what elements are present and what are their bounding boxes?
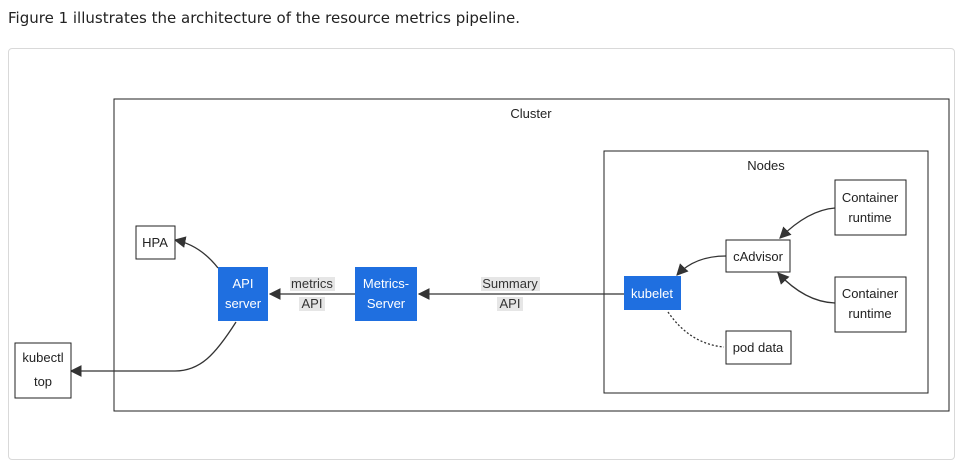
cluster-label: Cluster xyxy=(510,106,552,121)
edge-runtime2-to-cadvisor xyxy=(777,272,836,304)
nodes-box xyxy=(603,150,929,394)
api-server-label-2: server xyxy=(225,296,262,311)
container-runtime-2-label-1: Container xyxy=(842,286,899,301)
metrics-server-label-2: Server xyxy=(367,296,406,311)
figure-caption: Figure 1 illustrates the architecture of… xyxy=(8,9,520,27)
edge-label-summary-bg-1 xyxy=(481,277,540,291)
hpa-box xyxy=(135,225,176,260)
edge-label-summary: Summary xyxy=(482,276,538,291)
edge-label-summary-bg-2 xyxy=(497,297,523,311)
kubelet-label: kubelet xyxy=(631,286,673,301)
cluster-box xyxy=(113,98,950,412)
container-runtime-1-label-1: Container xyxy=(842,190,899,205)
kubelet-box xyxy=(624,276,681,310)
edge-label-metrics-api-bg-2 xyxy=(299,297,325,311)
edge-label-api: API xyxy=(302,296,323,311)
figure-frame xyxy=(8,48,955,460)
kubectl-top-label-2: top xyxy=(34,374,52,389)
metrics-server-box xyxy=(355,267,417,321)
metrics-server-label-1: Metrics- xyxy=(363,276,409,291)
edge-runtime1-to-cadvisor xyxy=(779,207,836,239)
pod-data-label: pod data xyxy=(733,340,784,355)
kubectl-top-box xyxy=(14,342,72,399)
container-runtime-1-box xyxy=(834,179,907,236)
kubectl-top-label-1: kubectl xyxy=(22,350,63,365)
api-server-box xyxy=(218,267,268,321)
cadvisor-box xyxy=(725,239,791,273)
hpa-label: HPA xyxy=(142,235,168,250)
edge-api-to-kubectl xyxy=(69,321,237,377)
edge-label-metrics: metrics xyxy=(291,276,333,291)
container-runtime-2-label-2: runtime xyxy=(848,306,891,321)
edge-label-metrics-api-bg-1 xyxy=(290,277,335,291)
edge-cadvisor-to-kubelet xyxy=(676,255,727,276)
container-runtime-2-box xyxy=(834,276,907,333)
edge-label-summary-api: API xyxy=(500,296,521,311)
edge-kubelet-to-poddata xyxy=(667,311,725,348)
container-runtime-1-label-2: runtime xyxy=(848,210,891,225)
nodes-label: Nodes xyxy=(747,158,785,173)
edge-api-to-hpa xyxy=(173,236,219,269)
api-server-label-1: API xyxy=(233,276,254,291)
pod-data-box xyxy=(725,330,792,365)
cadvisor-label: cAdvisor xyxy=(733,249,784,264)
